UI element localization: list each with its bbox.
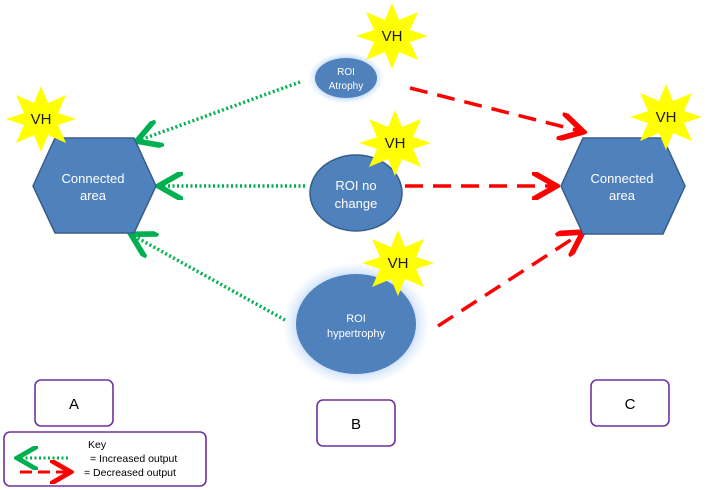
connected-area-left-hexagon xyxy=(32,137,157,234)
box-a xyxy=(34,379,114,427)
roi-hypertrophy-ellipse xyxy=(296,274,416,374)
roi-no-change-label-line1: ROI no xyxy=(335,178,376,193)
vh-star-top-label: VH xyxy=(382,28,403,45)
box-b xyxy=(316,399,396,447)
connected-area-right-label-line2: area xyxy=(609,188,636,203)
connected-area-left-label-line2: area xyxy=(80,188,107,203)
roi-atrophy-label-line1: ROI xyxy=(337,67,355,78)
roi-no-change-label-line2: change xyxy=(335,196,378,211)
connected-area-right-hexagon xyxy=(560,137,686,235)
increased-arrow-atrophy-to-left xyxy=(140,80,301,140)
increased-arrow-hypertrophy-to-left xyxy=(134,236,286,322)
connected-area-left-label-line1: Connected xyxy=(62,171,125,186)
decreased-arrow-atrophy-to-right xyxy=(409,86,580,131)
key-decreased-label: = Decreased output xyxy=(84,467,176,479)
key-title: Key xyxy=(88,439,107,451)
star-icon xyxy=(630,84,702,150)
box-a-label: A xyxy=(69,396,79,413)
roi-no-change-ellipse xyxy=(309,154,403,232)
star-icon xyxy=(356,3,428,69)
star-icon xyxy=(359,110,431,176)
vh-star-middle: VH xyxy=(359,110,431,176)
vh-star-left-label: VH xyxy=(31,111,52,128)
vh-star-bottom-label: VH xyxy=(388,255,409,272)
roi-atrophy-label-line2: Atrophy xyxy=(329,81,363,92)
vh-star-bottom: VH xyxy=(362,230,434,296)
vh-star-left: VH xyxy=(6,86,76,152)
vh-star-middle-label: VH xyxy=(385,135,406,152)
decreased-arrow-hypertrophy-to-right xyxy=(437,234,580,328)
roi-hypertrophy-label-line1: ROI xyxy=(346,313,366,325)
roi-hypertrophy-label-line2: hypertrophy xyxy=(327,328,386,340)
vh-star-right-label: VH xyxy=(656,109,677,126)
box-c xyxy=(590,379,670,427)
vh-star-right: VH xyxy=(630,84,702,150)
connected-area-right-label-line1: Connected xyxy=(591,171,654,186)
vh-star-top: VH xyxy=(356,3,428,69)
box-c-label: C xyxy=(625,396,636,413)
key-increased-label: = Increased output xyxy=(90,453,177,465)
star-icon xyxy=(362,230,434,296)
roi-atrophy-ellipse xyxy=(315,58,377,98)
star-icon xyxy=(6,86,76,152)
box-b-label: B xyxy=(351,416,361,433)
